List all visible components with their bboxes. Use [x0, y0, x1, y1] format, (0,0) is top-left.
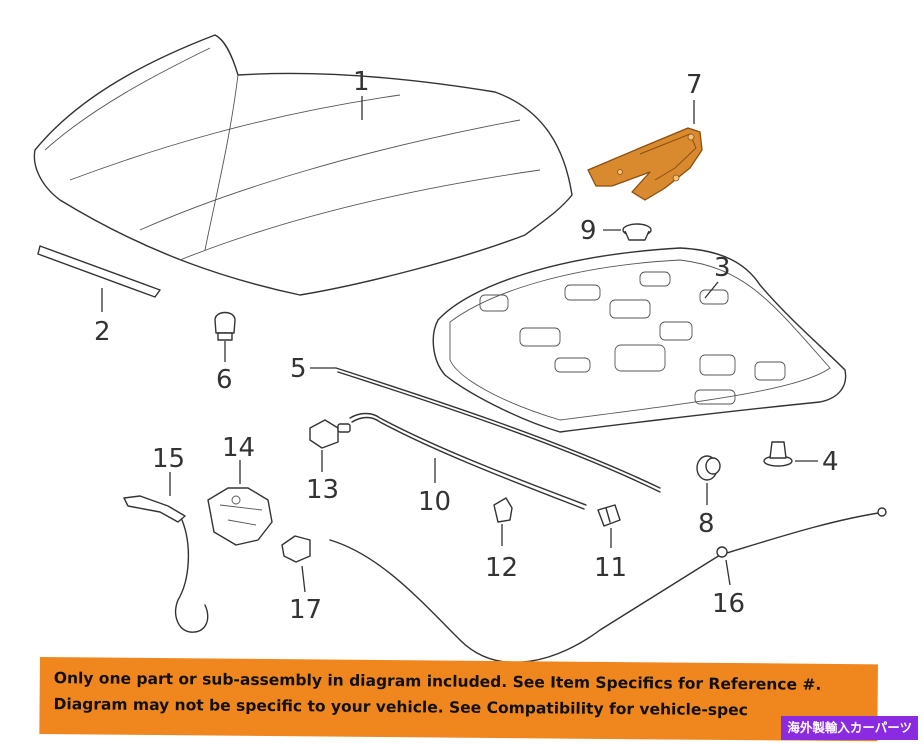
callout-11: 11 [594, 553, 627, 583]
grommet-part [696, 455, 721, 481]
callout-4: 4 [822, 447, 839, 477]
release-handle-part [123, 495, 209, 633]
sensor-part [281, 535, 311, 563]
rod-clip-part [597, 504, 621, 527]
hood-seal-strip-part [37, 245, 161, 298]
callout-9: 9 [580, 216, 597, 246]
callout-7: 7 [686, 70, 703, 100]
bumper-stop-part [214, 311, 236, 341]
callout-3: 3 [714, 253, 731, 283]
seller-watermark: 海外製輸入カーパーツ [781, 716, 918, 740]
hood-hinge-part [587, 127, 703, 201]
callout-17: 17 [289, 595, 322, 625]
callout-8: 8 [698, 509, 715, 539]
callout-13: 13 [306, 475, 339, 505]
support-rod-part [349, 412, 587, 510]
hood-part [33, 34, 573, 296]
disclaimer-banner: Only one part or sub-assembly in diagram… [39, 657, 878, 742]
plug-part [622, 223, 652, 241]
hood-insulator-part [432, 247, 847, 433]
hood-latch-part [207, 487, 273, 546]
release-cable-part [329, 507, 887, 664]
callout-numbers: 1 2 3 4 5 6 7 8 9 10 11 12 13 14 15 16 1… [94, 67, 839, 625]
callout-1: 1 [353, 67, 370, 97]
retainer-part [493, 497, 513, 523]
callout-15: 15 [152, 444, 185, 474]
callout-10: 10 [418, 487, 451, 517]
callout-2: 2 [94, 317, 111, 347]
callout-6: 6 [216, 365, 233, 395]
callout-12: 12 [485, 553, 518, 583]
push-clip-part [763, 441, 793, 467]
callout-16: 16 [712, 589, 745, 619]
callout-5: 5 [290, 354, 307, 384]
switch-part [309, 419, 351, 449]
leader-lines [101, 96, 818, 593]
weatherstrip-part [335, 367, 661, 493]
callout-14: 14 [222, 433, 255, 463]
